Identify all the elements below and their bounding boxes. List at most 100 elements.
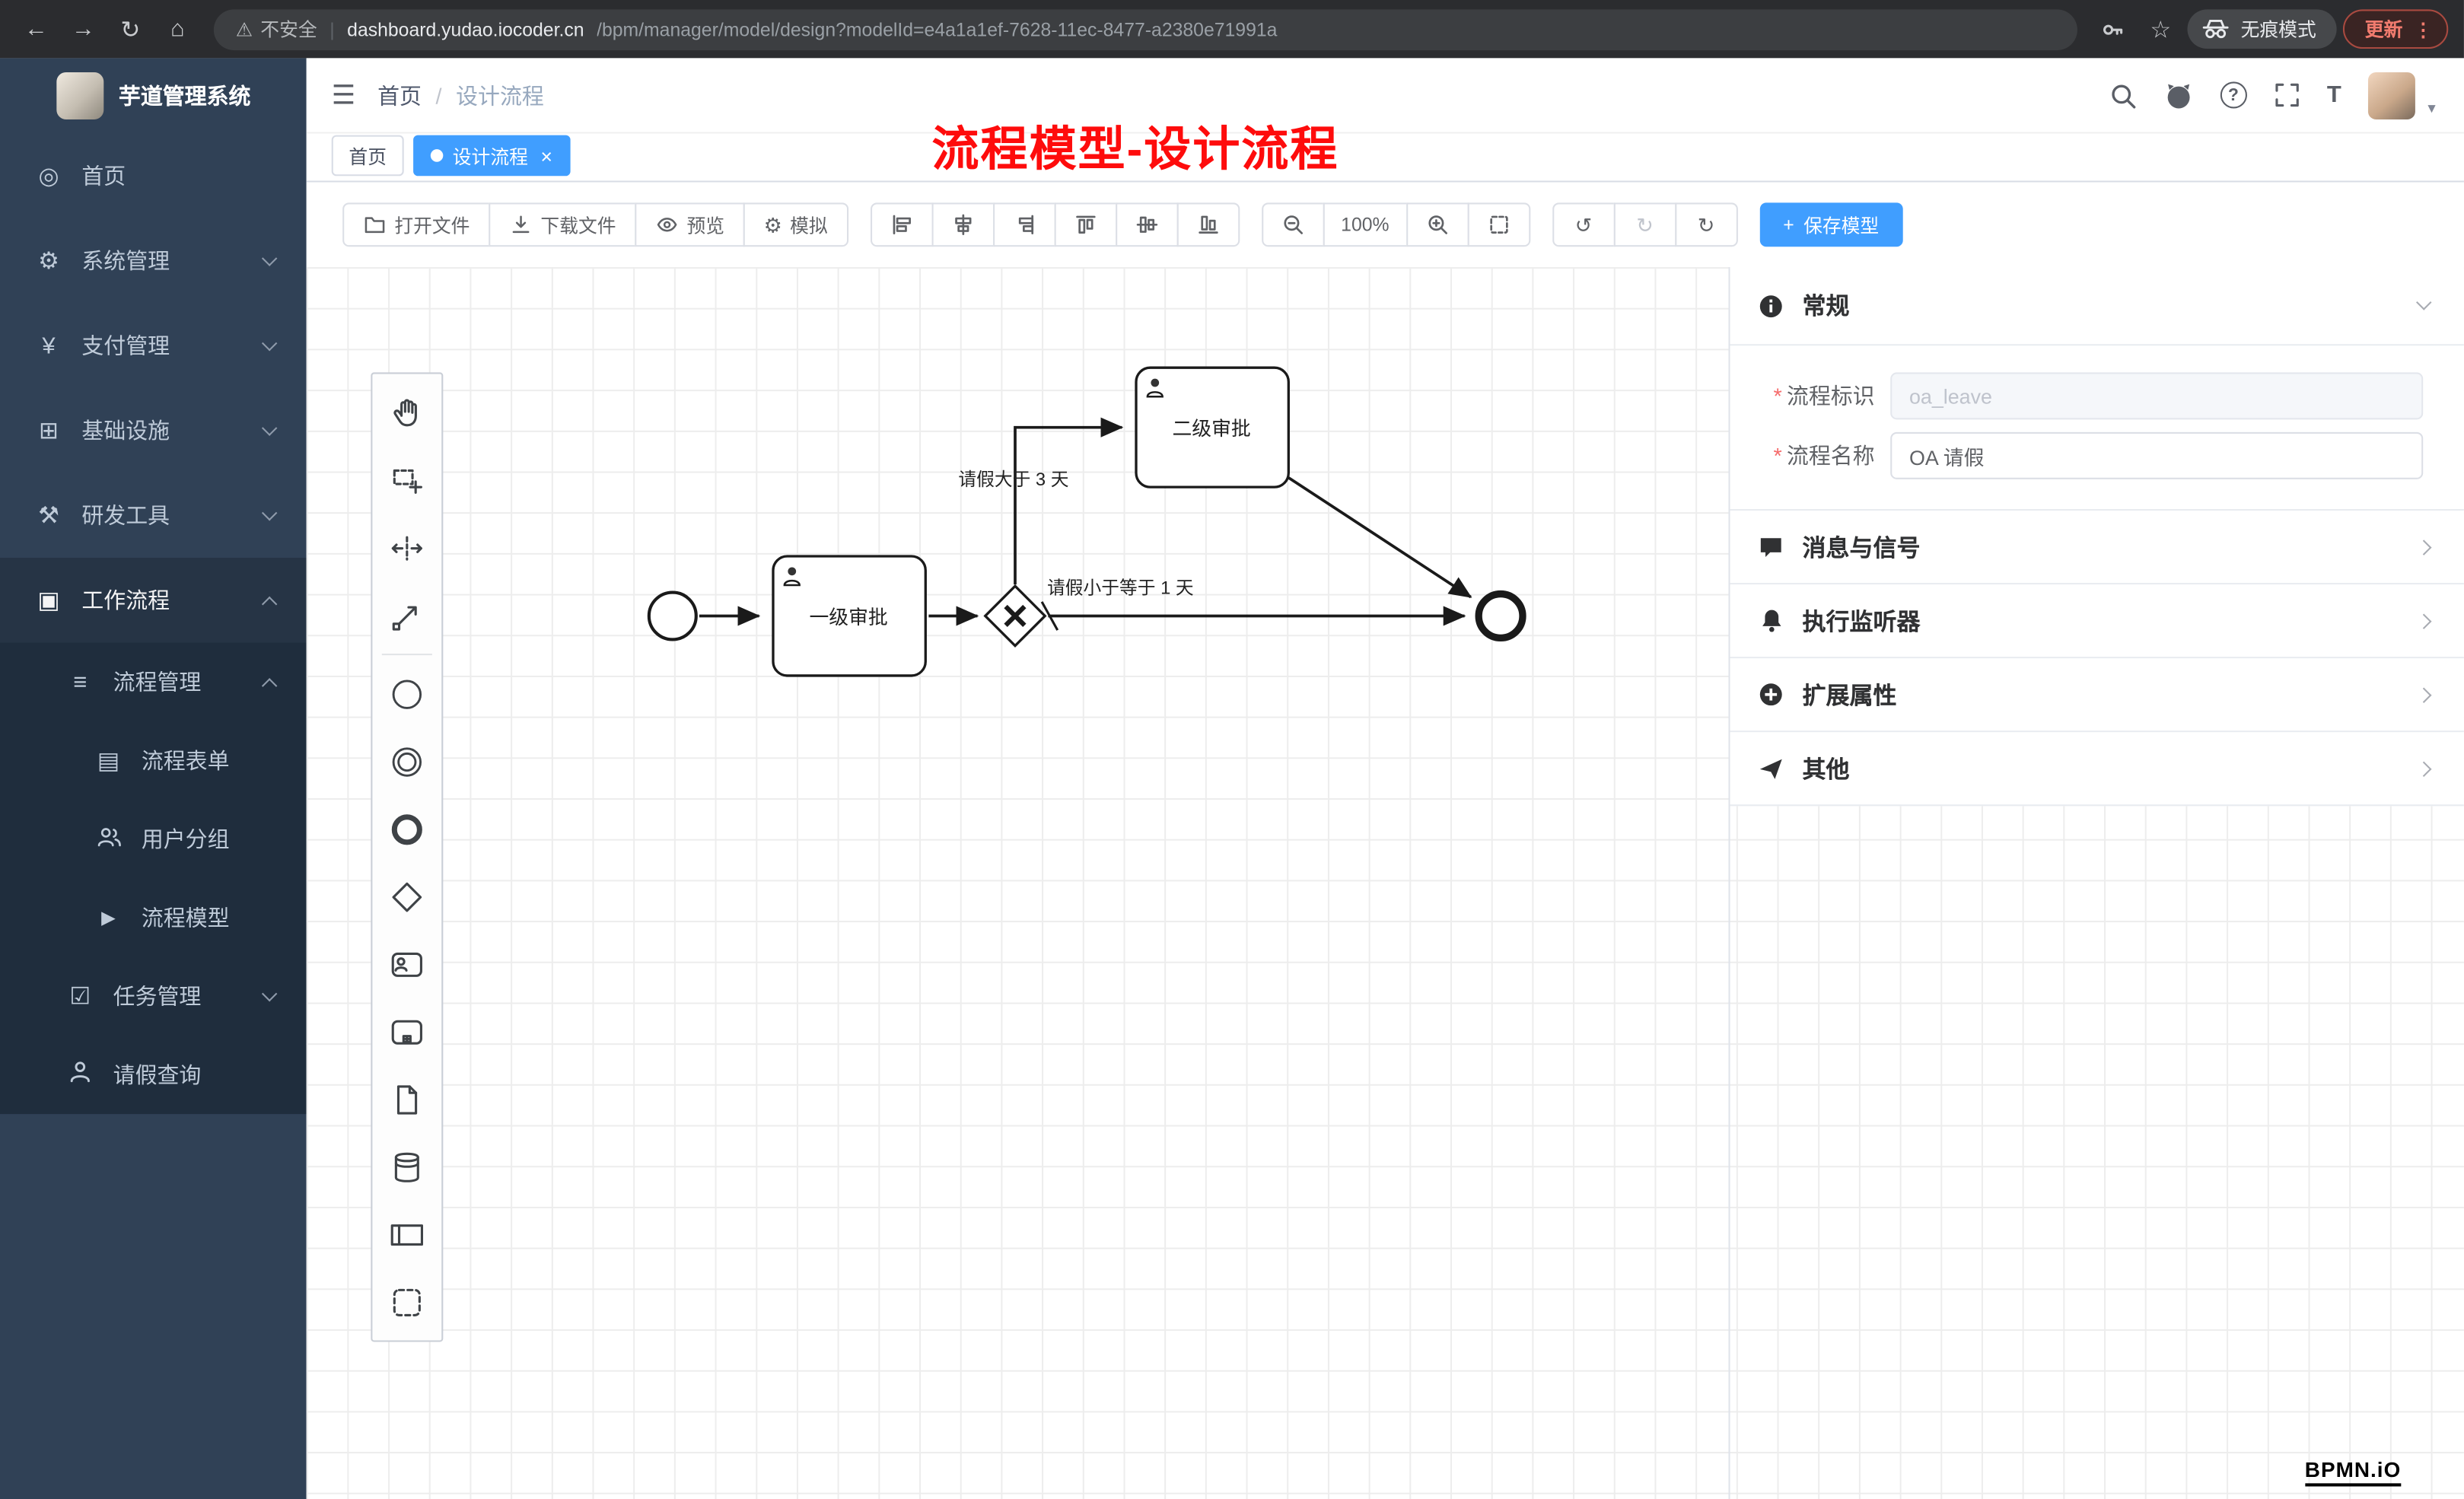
search-icon[interactable] — [2109, 81, 2137, 109]
avatar-caret-icon[interactable]: ▾ — [2427, 100, 2436, 117]
font-size-icon[interactable]: T — [2326, 81, 2341, 109]
dashboard-icon: ◎ — [38, 163, 59, 190]
align-center-button[interactable] — [931, 202, 995, 247]
palette-hand-tool[interactable] — [376, 379, 439, 447]
chevron-down-icon — [261, 335, 278, 352]
panel-section-general[interactable]: 常规 — [1730, 267, 2464, 346]
yen-icon: ¥ — [42, 332, 56, 359]
condition-le1-label: 请假小于等于 1 天 — [1047, 578, 1194, 599]
palette-space-tool[interactable] — [376, 514, 439, 581]
tab-design-process[interactable]: 设计流程 × — [413, 135, 570, 177]
incognito-badge: 无痕模式 — [2187, 9, 2337, 49]
chevron-up-icon — [261, 595, 278, 612]
address-bar[interactable]: ⚠ 不安全 | dashboard.yudao.iocoder.cn/bpm/m… — [213, 8, 2077, 50]
fullscreen-icon[interactable] — [2274, 81, 2300, 108]
key-icon[interactable] — [2093, 8, 2135, 49]
palette-group[interactable] — [376, 1268, 439, 1335]
palette-user-task[interactable] — [376, 930, 439, 998]
bpmn-canvas[interactable]: 一级审批 二级审批 请假大于 3 天 请假小于等于 1 天 — [306, 267, 2464, 1499]
sidebar-item-leave-query[interactable]: 请假查询 — [0, 1036, 307, 1114]
palette-end-event[interactable] — [376, 795, 439, 863]
sequence-flow-3[interactable] — [1288, 476, 1472, 599]
sidebar-item-user-group[interactable]: 用户分组 — [0, 800, 307, 878]
palette-subprocess[interactable] — [376, 998, 439, 1065]
zoom-level: 100% — [1323, 202, 1408, 247]
chevron-down-icon — [261, 250, 278, 266]
align-right-button[interactable] — [992, 202, 1056, 247]
sidebar-item-infrastructure[interactable]: ⊞ 基础设施 — [0, 388, 307, 473]
browser-menu-icon[interactable]: ⋮ — [2413, 18, 2433, 40]
panel-section-other[interactable]: 其他 — [1730, 732, 2464, 807]
panel-section-message[interactable]: 消息与信号 — [1730, 511, 2464, 585]
subprocess-icon — [391, 1019, 422, 1044]
align-top-icon — [1075, 215, 1096, 234]
palette-data-object[interactable] — [376, 1065, 439, 1133]
save-model-button[interactable]: + 保存模型 — [1759, 202, 1903, 247]
sidebar-item-process-mgmt[interactable]: ≡ 流程管理 — [0, 643, 307, 721]
palette-gateway[interactable] — [376, 863, 439, 931]
panel-section-extension[interactable]: 扩展属性 — [1730, 658, 2464, 733]
breadcrumb-home[interactable]: 首页 — [377, 82, 422, 108]
bpmn-diagram[interactable]: 一级审批 二级审批 请假大于 3 天 请假小于等于 1 天 — [307, 267, 2464, 1499]
sidebar-item-system[interactable]: ⚙ 系统管理 — [0, 218, 307, 304]
forward-icon[interactable]: → — [71, 15, 95, 43]
align-bottom-button[interactable] — [1176, 202, 1240, 247]
align-middle-button[interactable] — [1115, 202, 1179, 247]
palette-data-store[interactable] — [376, 1133, 439, 1201]
download-file-button[interactable]: 下载文件 — [489, 202, 637, 247]
home-icon[interactable]: ⌂ — [170, 15, 185, 43]
start-event[interactable] — [647, 590, 698, 641]
tab-home[interactable]: 首页 — [331, 135, 404, 177]
app-title: 芋道管理系统 — [118, 83, 251, 109]
sidebar-item-process-form[interactable]: ▤ 流程表单 — [0, 721, 307, 800]
palette-start-event[interactable] — [376, 660, 439, 727]
align-top-button[interactable] — [1054, 202, 1117, 247]
hand-tool-icon — [393, 398, 417, 426]
help-icon[interactable]: ? — [2220, 81, 2247, 109]
bookmark-star-icon[interactable]: ☆ — [2150, 16, 2172, 43]
simulate-button[interactable]: ⚙ 模拟 — [743, 202, 848, 247]
process-name-input[interactable] — [1890, 431, 2424, 479]
sidebar-item-workflow[interactable]: ▣ 工作流程 — [0, 558, 307, 643]
palette-participant[interactable] — [376, 1201, 439, 1268]
user-task-level2[interactable] — [1135, 366, 1290, 489]
bpmn-io-watermark[interactable]: BPMN.iO — [2304, 1458, 2402, 1487]
sidebar-collapse-icon[interactable]: ☰ — [331, 79, 356, 110]
open-file-button[interactable]: 打开文件 — [342, 202, 491, 247]
sidebar-item-payment[interactable]: ¥ 支付管理 — [0, 304, 307, 389]
zoom-in-button[interactable] — [1405, 202, 1469, 247]
github-icon[interactable] — [2163, 81, 2193, 109]
process-key-input[interactable] — [1890, 372, 2424, 420]
sidebar-item-home[interactable]: ◎ 首页 — [0, 134, 307, 219]
main-area: 流程模型-设计流程 ☰ 首页 / 设计流程 — [306, 58, 2464, 1499]
incognito-icon — [2202, 20, 2229, 39]
security-warning[interactable]: ⚠ 不安全 — [235, 18, 317, 41]
preview-button[interactable]: 预览 — [635, 202, 745, 247]
sequence-flow-gt3[interactable] — [1014, 417, 1124, 585]
task-icon: ☑ — [69, 983, 91, 1010]
palette-intermediate-event[interactable] — [376, 727, 439, 795]
align-left-button[interactable] — [870, 202, 934, 247]
end-event[interactable] — [1475, 590, 1526, 642]
user-avatar[interactable] — [2367, 71, 2415, 119]
palette-lasso-tool[interactable] — [376, 446, 439, 514]
folder-icon — [365, 217, 385, 234]
update-button[interactable]: 更新 ⋮ — [2342, 9, 2449, 49]
redo-button[interactable]: ↻ — [1613, 202, 1676, 247]
sidebar-item-process-model[interactable]: ► 流程模型 — [0, 878, 307, 956]
zoom-reset-button[interactable] — [1467, 202, 1530, 247]
undo-button[interactable]: ↺ — [1552, 202, 1616, 247]
palette-connect-tool[interactable] — [376, 581, 439, 649]
zoom-out-button[interactable] — [1261, 202, 1325, 247]
user-task-level1[interactable] — [772, 555, 927, 677]
sidebar-item-devtools[interactable]: ⚒ 研发工具 — [0, 473, 307, 559]
plus-circle-icon — [1757, 682, 1785, 707]
sidebar-item-task-mgmt[interactable]: ☑ 任务管理 — [0, 957, 307, 1036]
align-center-icon — [954, 214, 971, 236]
reload-icon[interactable]: ↻ — [120, 16, 141, 43]
tab-close-icon[interactable]: × — [540, 143, 553, 167]
restart-button[interactable]: ↻ — [1674, 202, 1738, 247]
breadcrumb: 首页 / 设计流程 — [377, 79, 544, 110]
back-icon[interactable]: ← — [24, 15, 48, 43]
panel-section-listener[interactable]: 执行监听器 — [1730, 584, 2464, 659]
